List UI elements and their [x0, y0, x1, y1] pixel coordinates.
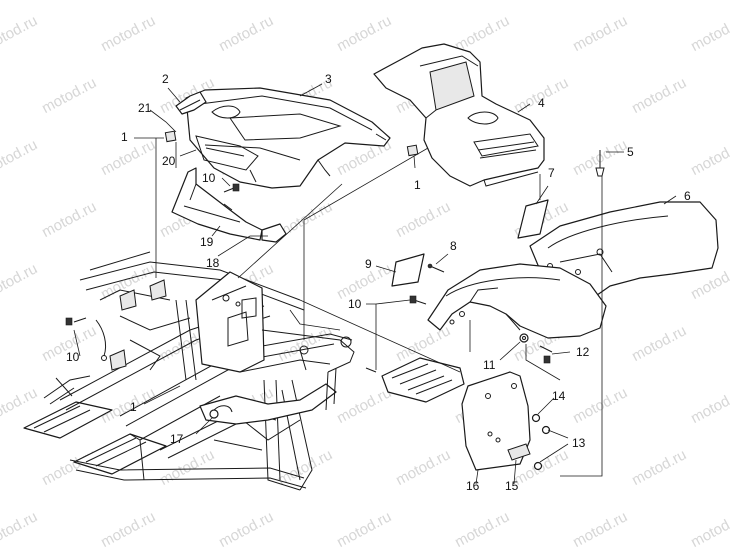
- callout-5: 5: [627, 145, 634, 159]
- callout-10-left: 10: [66, 350, 80, 364]
- cover-bracket-part: [175, 91, 207, 115]
- nut-part-14: [531, 413, 541, 423]
- assembly-lines: [155, 138, 603, 477]
- clip-part-upper: [164, 130, 177, 143]
- callout-16: 16: [466, 479, 480, 493]
- decal-part: [517, 199, 549, 239]
- fender-screw-part: [427, 263, 445, 273]
- callout-11: 11: [483, 358, 496, 372]
- callout-8: 8: [450, 239, 457, 253]
- callout-4: 4: [538, 96, 545, 110]
- callout-2: 2: [162, 72, 169, 86]
- fender-fastener-part: [595, 150, 605, 177]
- callout-1-middle: 1: [414, 178, 421, 192]
- callout-10-middle: 10: [348, 297, 362, 311]
- callout-10-upper: 10: [202, 171, 216, 185]
- callout-19: 19: [200, 235, 214, 249]
- callout-1-lower: 1: [130, 400, 137, 414]
- front-cover-part: [185, 87, 391, 189]
- callout-1-upper: 1: [121, 130, 128, 144]
- inner-panel-part: [195, 135, 259, 171]
- footrest-part: [365, 357, 465, 403]
- callout-12: 12: [576, 345, 590, 359]
- small-decal-part: [391, 253, 425, 287]
- flap-bracket-part: [261, 223, 287, 243]
- fender-bolt-part: [409, 295, 427, 305]
- clip-part-middle: [406, 144, 419, 157]
- callout-18: 18: [206, 256, 220, 270]
- nut-part-13b: [533, 461, 543, 471]
- washer-part: [519, 333, 529, 343]
- callout-6: 6: [684, 189, 691, 203]
- callout-15: 15: [505, 479, 519, 493]
- callout-7: 7: [548, 166, 555, 180]
- leader-lines: [73, 83, 677, 485]
- callout-21: 21: [138, 101, 152, 115]
- callout-14: 14: [552, 389, 566, 403]
- nut-part-13a: [541, 425, 551, 435]
- cover-bolt-part: [223, 183, 240, 193]
- bolt-part: [539, 345, 553, 364]
- callout-13: 13: [572, 436, 586, 450]
- mud-flap-part: [171, 167, 263, 241]
- callout-20: 20: [162, 154, 176, 168]
- frame-part: [23, 251, 355, 491]
- rear-cover-part: [373, 43, 545, 187]
- callout-17: 17: [170, 432, 184, 446]
- front-fender-part: [427, 263, 607, 339]
- callout-3: 3: [325, 72, 332, 86]
- reflector-part: [507, 443, 531, 461]
- callout-9: 9: [365, 257, 372, 271]
